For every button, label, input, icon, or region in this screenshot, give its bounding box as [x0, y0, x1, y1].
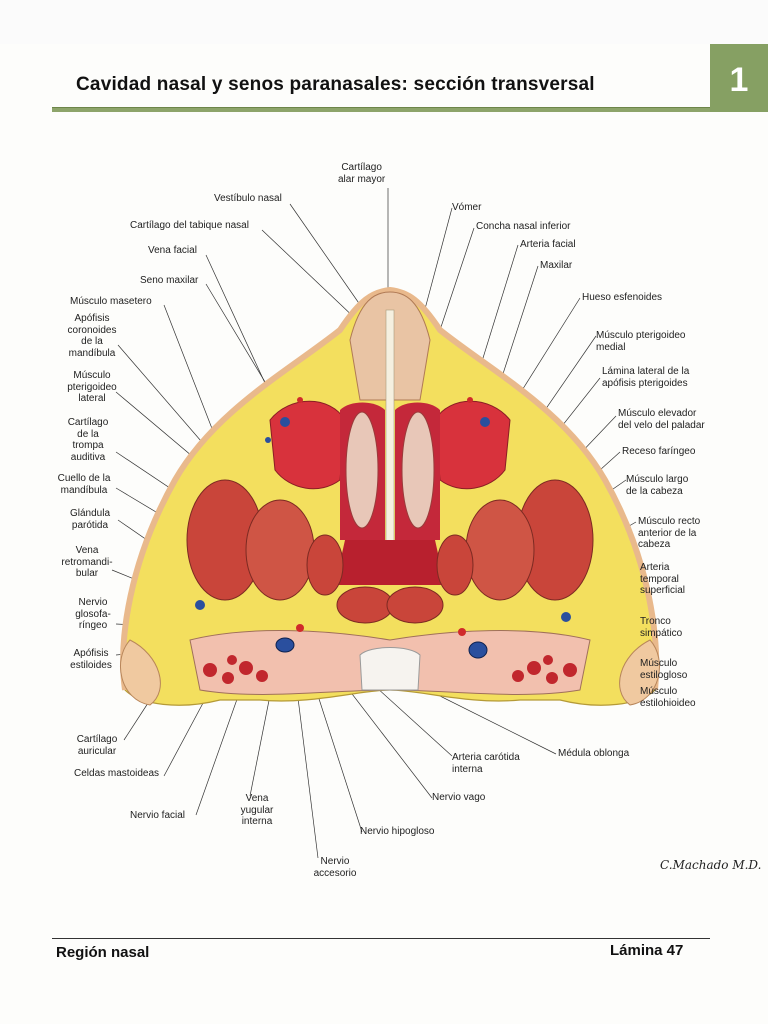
label-cartilago-tabique: Cartílago del tabique nasal [130, 220, 249, 231]
footer-rule [52, 938, 710, 939]
label-concha-nasal: Concha nasal inferior [476, 221, 571, 232]
label-seno-maxilar: Seno maxilar [140, 275, 199, 286]
illustrator-signature: C.Machado M.D. [660, 858, 762, 872]
footer-plate: Lámina 47 [610, 942, 684, 959]
label-arteria-facial: Arteria facial [520, 239, 576, 250]
label-nervio-vago: Nervio vago [432, 792, 486, 803]
label-vena-facial: Vena facial [148, 245, 197, 256]
label-maxilar: Maxilar [540, 260, 573, 271]
header-rule-dark [52, 107, 710, 108]
label-nervio-facial: Nervio facial [130, 810, 186, 821]
label-hueso-esfenoides: Hueso esfenoides [582, 292, 663, 303]
label-vomer: Vómer [452, 202, 482, 213]
label-musculo-masetero: Músculo masetero [70, 296, 152, 307]
footer-region: Región nasal [56, 944, 150, 961]
label-celdas-mastoideas: Celdas mastoideas [74, 768, 160, 779]
page-title: Cavidad nasal y senos paranasales: secci… [76, 74, 595, 95]
cross-section [120, 286, 660, 706]
label-vestibulo-nasal: Vestíbulo nasal [214, 193, 282, 204]
chapter-badge: 1 [710, 44, 768, 112]
header-rule [52, 108, 710, 112]
label-receso-faringeo: Receso faríngeo [622, 446, 696, 457]
label-medula-oblonga: Médula oblonga [558, 748, 630, 759]
top-margin [0, 0, 768, 44]
label-nervio-hipogloso: Nervio hipogloso [360, 826, 435, 837]
